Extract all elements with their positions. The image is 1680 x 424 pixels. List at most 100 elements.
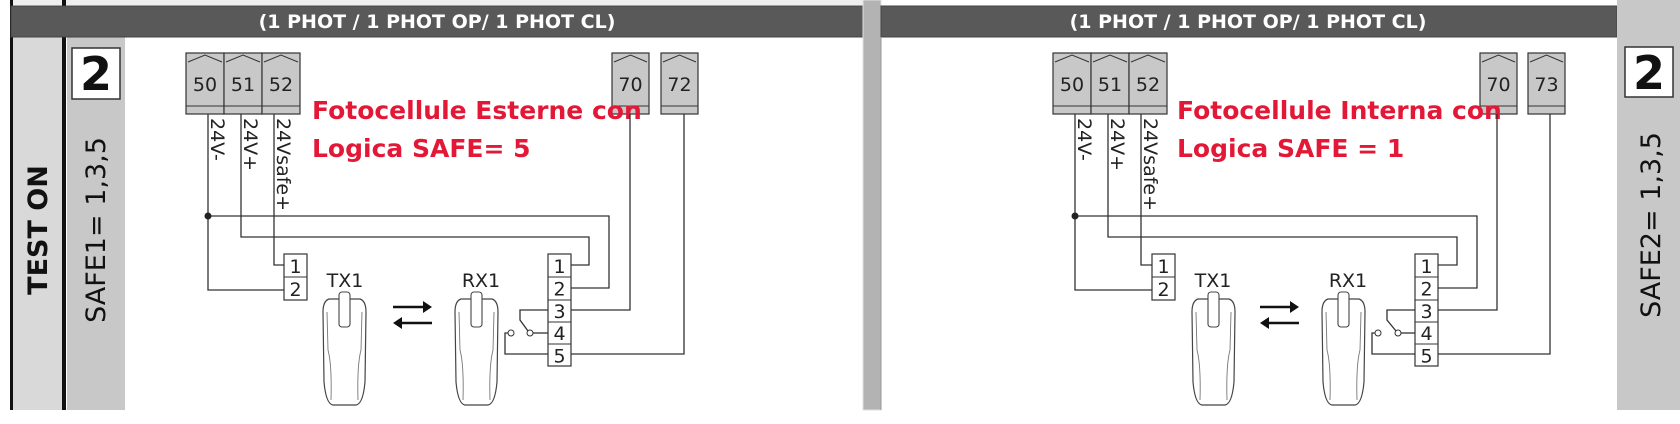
wire-label: 24Vsafe+ <box>272 118 294 211</box>
wire-label: 24V+ <box>239 118 261 171</box>
wire <box>1075 215 1478 289</box>
terminal-screw-mark <box>187 54 223 63</box>
rx-terminal-number: 5 <box>1420 346 1432 368</box>
rx-terminal-number: 1 <box>553 256 565 278</box>
note-line-1: Fotocellule Esterne con <box>312 96 642 125</box>
terminal-screw-mark <box>225 54 261 63</box>
right-number: 2 <box>1633 46 1665 100</box>
wire <box>1438 114 1551 355</box>
transmitter-icon <box>322 291 367 406</box>
note-line-2: Logica SAFE = 1 <box>1177 134 1404 163</box>
tx-label: TX1 <box>326 270 364 292</box>
relay-contact-icon <box>1394 329 1402 337</box>
wire <box>240 114 590 266</box>
relay-contact-icon <box>1374 329 1382 337</box>
tx-terminal-number: 2 <box>1157 279 1169 301</box>
terminal-number: 51 <box>1098 74 1122 96</box>
wire <box>519 309 548 332</box>
rx-terminal-number: 5 <box>553 346 565 368</box>
test-on-label: TEST ON <box>23 165 54 295</box>
terminal-2: 52 <box>261 52 301 115</box>
rx-terminal-number: 4 <box>553 323 565 345</box>
left-number-box <box>71 47 121 100</box>
terminal-screw-mark <box>662 54 697 63</box>
left-border <box>10 0 13 410</box>
terminal-number: 50 <box>1060 74 1084 96</box>
terminal-body <box>1527 52 1566 115</box>
terminal-body <box>1479 52 1518 115</box>
wire-label: 24V- <box>1073 118 1095 161</box>
tx-terminal-number: 2 <box>289 279 301 301</box>
rx-terminal-number: 2 <box>553 278 565 300</box>
rx-terminal-number: 4 <box>1420 323 1432 345</box>
terminal-screw-mark <box>1481 54 1516 63</box>
terminal-body <box>223 52 263 115</box>
transmitter-icon <box>1191 291 1236 406</box>
terminal-number: 73 <box>1534 74 1558 96</box>
terminal-screw-mark <box>263 54 299 63</box>
column-divider <box>62 0 66 410</box>
junction-dot <box>1071 212 1079 220</box>
wire <box>1438 114 1498 311</box>
aux-terminal-0: 70 <box>1479 52 1518 115</box>
left-header-bar <box>10 5 864 38</box>
safe2-label: SAFE2= 1,3,5 <box>1636 132 1667 318</box>
terminal-1: 51 <box>223 52 263 115</box>
rx-terminal-block <box>547 253 572 367</box>
wire-label: 24Vsafe+ <box>1139 118 1161 211</box>
right-header-title: (1 PHOT / 1 PHOT OP/ 1 PHOT CL) <box>1070 11 1427 33</box>
terminal-1: 51 <box>1090 52 1130 115</box>
wire-label: 24V- <box>206 118 228 161</box>
photocell-outline <box>322 298 367 406</box>
rx-terminal-number: 3 <box>553 301 565 323</box>
bidirectional-arrow-icon <box>1260 301 1299 329</box>
photocell-lens <box>1207 291 1220 328</box>
junction-dot <box>204 212 212 220</box>
terminal-number: 51 <box>231 74 255 96</box>
left-header-title: (1 PHOT / 1 PHOT OP/ 1 PHOT CL) <box>259 11 616 33</box>
receiver-icon <box>454 291 499 406</box>
photocell-outline <box>454 298 499 406</box>
relay-contact-icon <box>507 329 515 337</box>
terminal-screw-mark <box>1054 54 1090 63</box>
terminal-screw-mark <box>1529 54 1564 63</box>
photocell-contour <box>1195 311 1232 401</box>
photocell-lens <box>470 291 483 328</box>
terminal-screw-mark <box>1130 54 1166 63</box>
wire <box>1074 114 1152 291</box>
terminal-body <box>1090 52 1130 115</box>
rx-terminal-number: 3 <box>1420 301 1432 323</box>
terminal-body <box>660 52 699 115</box>
left-number: 2 <box>80 47 112 101</box>
wire <box>504 332 548 355</box>
rx-terminal-number: 1 <box>1420 256 1432 278</box>
wire <box>571 114 685 355</box>
terminal-body <box>1052 52 1092 115</box>
terminal-screw-mark <box>613 54 648 63</box>
wire <box>1140 114 1152 266</box>
wire <box>1386 309 1415 332</box>
terminal-body <box>1128 52 1168 115</box>
test-column <box>13 37 64 410</box>
tx-terminal-number: 1 <box>1157 256 1169 278</box>
photocell-contour <box>458 311 495 401</box>
wire <box>208 215 610 289</box>
wire-label: 24V+ <box>1106 118 1128 171</box>
rx-label: RX1 <box>1329 270 1367 292</box>
wire <box>207 114 284 291</box>
bidirectional-arrow-icon <box>393 301 432 329</box>
terminal-screw-mark <box>1092 54 1128 63</box>
note-line-1: Fotocellule Interna con <box>1177 96 1502 125</box>
photocell-contour <box>1325 311 1362 401</box>
tx-terminal-number: 1 <box>289 256 301 278</box>
terminal-number: 70 <box>618 74 642 96</box>
terminal-number: 52 <box>269 74 293 96</box>
terminal-0: 50 <box>1052 52 1092 115</box>
wire <box>571 114 631 311</box>
aux-terminal-1: 73 <box>1527 52 1566 115</box>
aux-terminal-1: 72 <box>660 52 699 115</box>
photocell-outline <box>1321 298 1366 406</box>
